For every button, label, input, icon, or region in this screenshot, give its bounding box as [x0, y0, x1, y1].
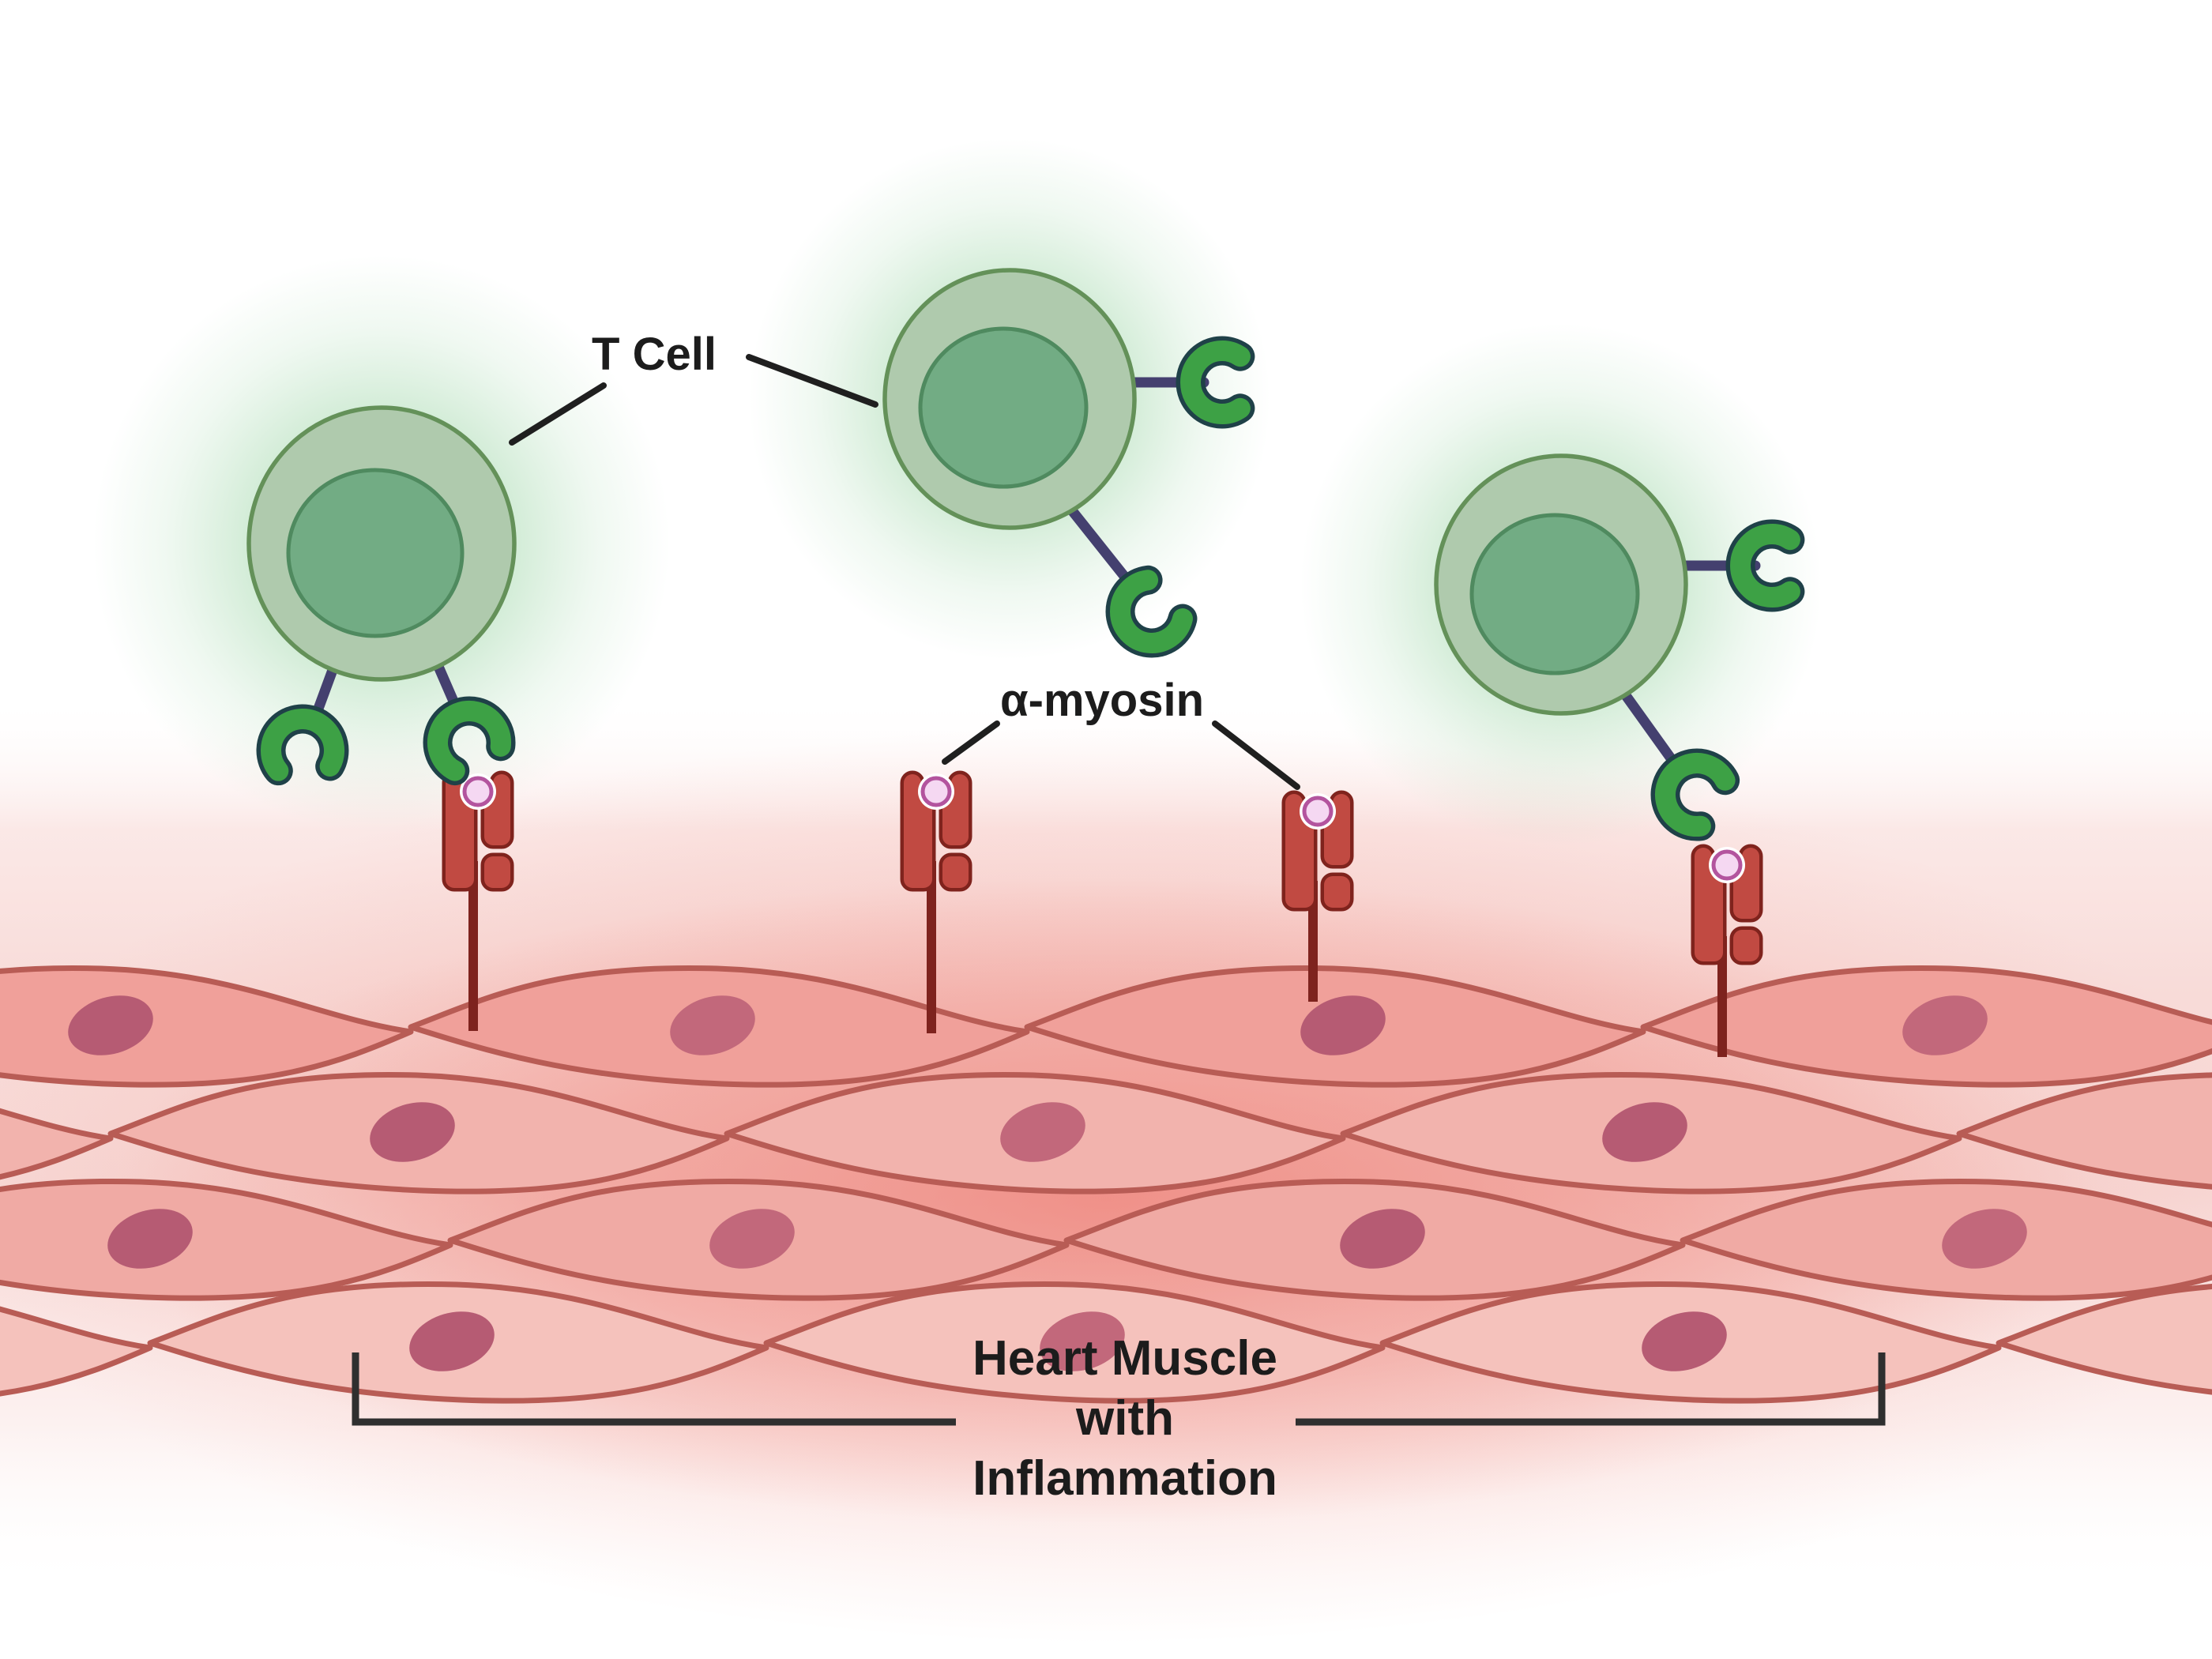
heart-muscle-label-line-2: with — [1075, 1391, 1174, 1446]
t-cell-label: T Cell — [592, 329, 717, 380]
heart-muscle-tissue — [0, 965, 2212, 1404]
muscle-cell — [0, 1108, 114, 1180]
t-cell-nucleus — [286, 468, 465, 638]
muscle-cell-nucleus — [1040, 1311, 1125, 1371]
t-cell-pointer-left — [509, 382, 607, 446]
alpha-myosin-label: α-myosin — [1000, 675, 1204, 726]
muscle-cell-nucleus — [1642, 1311, 1727, 1371]
muscle-cell-nucleus — [68, 995, 153, 1055]
t-cell-left — [246, 405, 514, 773]
muscle-cell-nucleus — [1300, 995, 1386, 1055]
muscle-cell-nucleus — [370, 1102, 455, 1162]
muscle-cell-nucleus — [1602, 1102, 1687, 1162]
muscle-cell — [0, 1178, 453, 1301]
muscle-cell — [0, 1306, 153, 1397]
muscle-cell — [1956, 1072, 2212, 1190]
heart-muscle-bracket — [352, 1352, 1886, 1426]
muscle-cell-nucleus — [1000, 1102, 1085, 1162]
annotations: T Cell α-myosin Heart Muscle with Inflam… — [352, 329, 1886, 1506]
t-cell-pointer-right — [746, 354, 878, 408]
t-cell-nucleus — [1469, 513, 1640, 675]
t-cell-middle — [882, 268, 1240, 656]
t-cell-right — [1434, 453, 1790, 831]
heart-muscle-label-line-1: Heart Muscle — [972, 1331, 1277, 1386]
muscle-cell — [0, 965, 414, 1088]
muscle-cell-nucleus — [107, 1209, 193, 1269]
heart-muscle-label-line-3: Inflammation — [972, 1451, 1277, 1506]
muscle-cell-nucleus — [1942, 1209, 2027, 1269]
muscle-cell-nucleus — [670, 995, 755, 1055]
muscle-cell — [1996, 1284, 2212, 1395]
muscle-cell-nucleus — [1340, 1209, 1425, 1269]
antigen-group — [446, 773, 1759, 1057]
muscle-cell-nucleus — [409, 1311, 495, 1371]
muscle-cell-nucleus — [709, 1209, 795, 1269]
alpha-myosin-pointer-right — [1212, 720, 1300, 790]
muscle-cell-nucleus — [1902, 995, 1988, 1055]
alpha-myosin-pointer-left — [942, 720, 1000, 765]
t-cell-nucleus — [918, 326, 1089, 489]
